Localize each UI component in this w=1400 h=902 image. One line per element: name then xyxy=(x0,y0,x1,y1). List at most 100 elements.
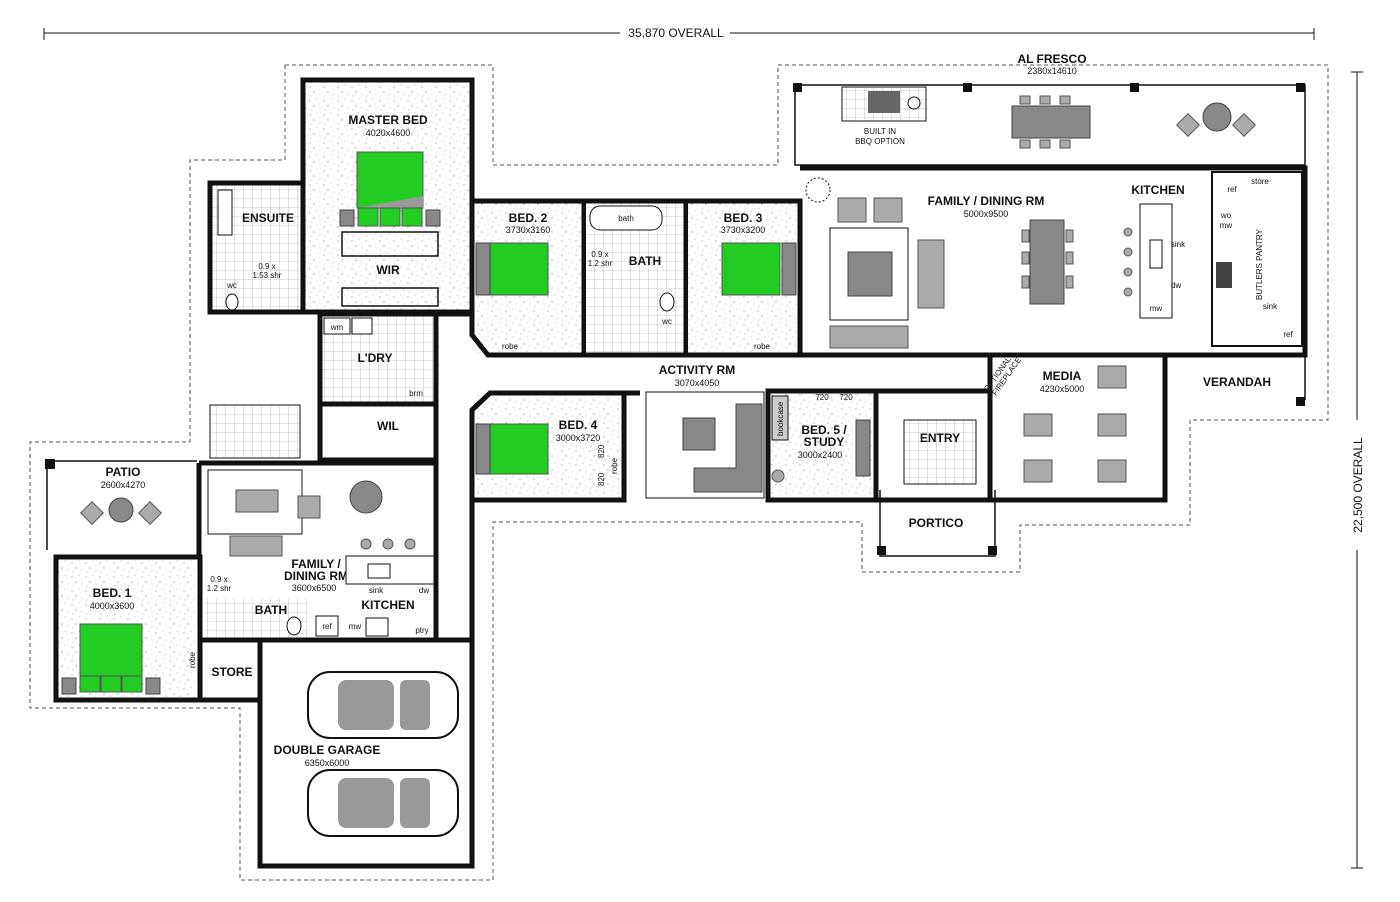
ensuite: ENSUITE 0.9 x 1.53 shr wc xyxy=(207,180,306,315)
svg-text:PORTICO: PORTICO xyxy=(909,516,964,530)
corridor-walls xyxy=(436,201,990,640)
svg-text:DOUBLE GARAGE: DOUBLE GARAGE xyxy=(274,743,381,757)
svg-text:ref: ref xyxy=(322,622,332,631)
overall-height-dimension: 22,500 OVERALL xyxy=(1349,71,1365,869)
svg-text:STORE: STORE xyxy=(211,665,252,679)
svg-text:MEDIA: MEDIA xyxy=(1043,369,1082,383)
svg-text:DINING RM: DINING RM xyxy=(284,569,348,583)
alfresco-label: AL FRESCO xyxy=(1017,52,1086,66)
activity-room: ACTIVITY RM 3070x4050 xyxy=(645,363,765,499)
laundry: wm L'DRY brm xyxy=(317,311,439,407)
svg-text:3600x6500: 3600x6500 xyxy=(292,583,337,593)
car-icon xyxy=(307,671,459,739)
svg-text:bookcase: bookcase xyxy=(776,401,785,436)
svg-text:PATIO: PATIO xyxy=(106,465,141,479)
svg-text:STUDY: STUDY xyxy=(804,435,845,449)
svg-text:BED. 2: BED. 2 xyxy=(509,211,548,225)
plant-icon xyxy=(805,177,831,203)
svg-text:1.2 shr: 1.2 shr xyxy=(588,259,613,268)
svg-text:BED. 5 /: BED. 5 / xyxy=(801,423,847,437)
svg-text:mw: mw xyxy=(349,622,362,631)
bedroom-1: BED. 1 4000x3600 robe xyxy=(53,554,203,703)
svg-text:mw: mw xyxy=(1150,304,1163,313)
bed-4-icon xyxy=(489,423,549,475)
svg-text:dw: dw xyxy=(419,586,429,595)
bedroom-4: BED. 4 3000x3720 robe 820 820 xyxy=(469,390,627,503)
bed-1-icon xyxy=(79,623,143,677)
svg-text:0.9 x: 0.9 x xyxy=(258,262,275,271)
svg-text:wm: wm xyxy=(330,323,344,332)
outdoor-round-table-icon xyxy=(1202,102,1232,132)
family-dining-kitchen: FAMILY / DINING RM 5000x9500 KITCHEN sin… xyxy=(800,165,1308,358)
svg-text:1.2 shr: 1.2 shr xyxy=(207,584,232,593)
svg-text:4230x5000: 4230x5000 xyxy=(1040,384,1085,394)
svg-text:3730x3200: 3730x3200 xyxy=(721,225,766,235)
svg-text:ENTRY: ENTRY xyxy=(920,431,960,445)
svg-text:VERANDAH: VERANDAH xyxy=(1203,375,1271,389)
svg-text:store: store xyxy=(1251,177,1269,186)
deck-steps xyxy=(209,404,301,459)
svg-text:BED. 1: BED. 1 xyxy=(93,586,132,600)
svg-text:robe: robe xyxy=(610,457,619,474)
armchair-icon xyxy=(917,239,945,309)
svg-text:ptry: ptry xyxy=(415,626,428,635)
granny-dining-table-icon xyxy=(349,480,383,514)
svg-text:3730x3160: 3730x3160 xyxy=(506,225,551,235)
bedroom-3: BED. 3 3730x3200 robe xyxy=(686,198,803,358)
svg-text:BED. 4: BED. 4 xyxy=(559,418,598,432)
svg-text:robe: robe xyxy=(754,342,771,351)
svg-text:ENSUITE: ENSUITE xyxy=(242,211,294,225)
bed-2-icon xyxy=(489,242,549,296)
verandah: VERANDAH xyxy=(1165,354,1306,406)
svg-text:720: 720 xyxy=(839,393,853,402)
store: STORE xyxy=(200,637,263,703)
svg-text:sink: sink xyxy=(1263,302,1278,311)
svg-text:0.9 x: 0.9 x xyxy=(591,250,608,259)
svg-text:WIL: WIL xyxy=(377,419,399,433)
master-bedroom: MASTER BED 4020x4600 WIR xyxy=(300,77,475,315)
overall-height-label: 22,500 OVERALL xyxy=(1351,437,1365,533)
svg-text:mw: mw xyxy=(1220,221,1233,230)
overall-width-dimension: 35,870 OVERALL xyxy=(43,25,1315,40)
bbq-label-2: BBQ OPTION xyxy=(855,137,905,146)
svg-text:ref: ref xyxy=(1283,330,1293,339)
wir-label: WIR xyxy=(376,263,400,277)
svg-text:6350x6000: 6350x6000 xyxy=(305,758,350,768)
svg-text:wo: wo xyxy=(1220,211,1232,220)
main-bathroom: bath BATH 0.9 x 1.2 shr wc xyxy=(584,198,689,358)
study: 720 720 bookcase BED. 5 / STUDY 3000x240… xyxy=(765,388,879,503)
svg-text:MASTER BED: MASTER BED xyxy=(348,113,428,127)
granny-flat-family-kitchen: FAMILY / DINING RM 3600x6500 sink dw KIT… xyxy=(196,460,439,643)
svg-text:BATH: BATH xyxy=(629,254,661,268)
double-garage: DOUBLE GARAGE 6350x6000 xyxy=(257,637,475,869)
alfresco-dim: 2380x14610 xyxy=(1027,66,1077,76)
svg-text:1.53 shr: 1.53 shr xyxy=(253,271,282,280)
svg-text:ref: ref xyxy=(1227,185,1237,194)
overall-width-label: 35,870 OVERALL xyxy=(628,26,724,40)
svg-text:FAMILY / DINING RM: FAMILY / DINING RM xyxy=(928,194,1045,208)
svg-text:3000x2400: 3000x2400 xyxy=(798,450,843,460)
svg-text:ACTIVITY RM: ACTIVITY RM xyxy=(659,363,735,377)
bedroom-2: BED. 2 3730x3160 robe xyxy=(469,198,587,358)
svg-text:2600x4270: 2600x4270 xyxy=(101,480,146,490)
portico: PORTICO xyxy=(877,490,997,557)
svg-text:820: 820 xyxy=(597,472,606,486)
svg-text:dw: dw xyxy=(1171,281,1181,290)
svg-text:L'DRY: L'DRY xyxy=(357,351,392,365)
bathroom-2: 0.9 x 1.2 shr BATH xyxy=(204,575,308,638)
svg-text:bath: bath xyxy=(618,214,634,223)
bbq-label-1: BUILT IN xyxy=(864,127,896,136)
svg-text:sink: sink xyxy=(369,586,384,595)
svg-text:820: 820 xyxy=(597,444,606,458)
dining-table-icon xyxy=(1029,219,1065,305)
svg-text:0.9 x: 0.9 x xyxy=(210,575,227,584)
alfresco-table-icon xyxy=(1011,105,1091,139)
svg-text:BATH: BATH xyxy=(255,603,287,617)
bed-3-icon xyxy=(721,242,781,296)
svg-text:4020x4600: 4020x4600 xyxy=(366,128,411,138)
svg-text:BUTLERS PANTRY: BUTLERS PANTRY xyxy=(1255,229,1264,300)
car-icon xyxy=(307,769,459,837)
alfresco-area: AL FRESCO 2380x14610 BUILT IN BBQ OPTION xyxy=(793,52,1306,166)
svg-text:KITCHEN: KITCHEN xyxy=(361,598,414,612)
